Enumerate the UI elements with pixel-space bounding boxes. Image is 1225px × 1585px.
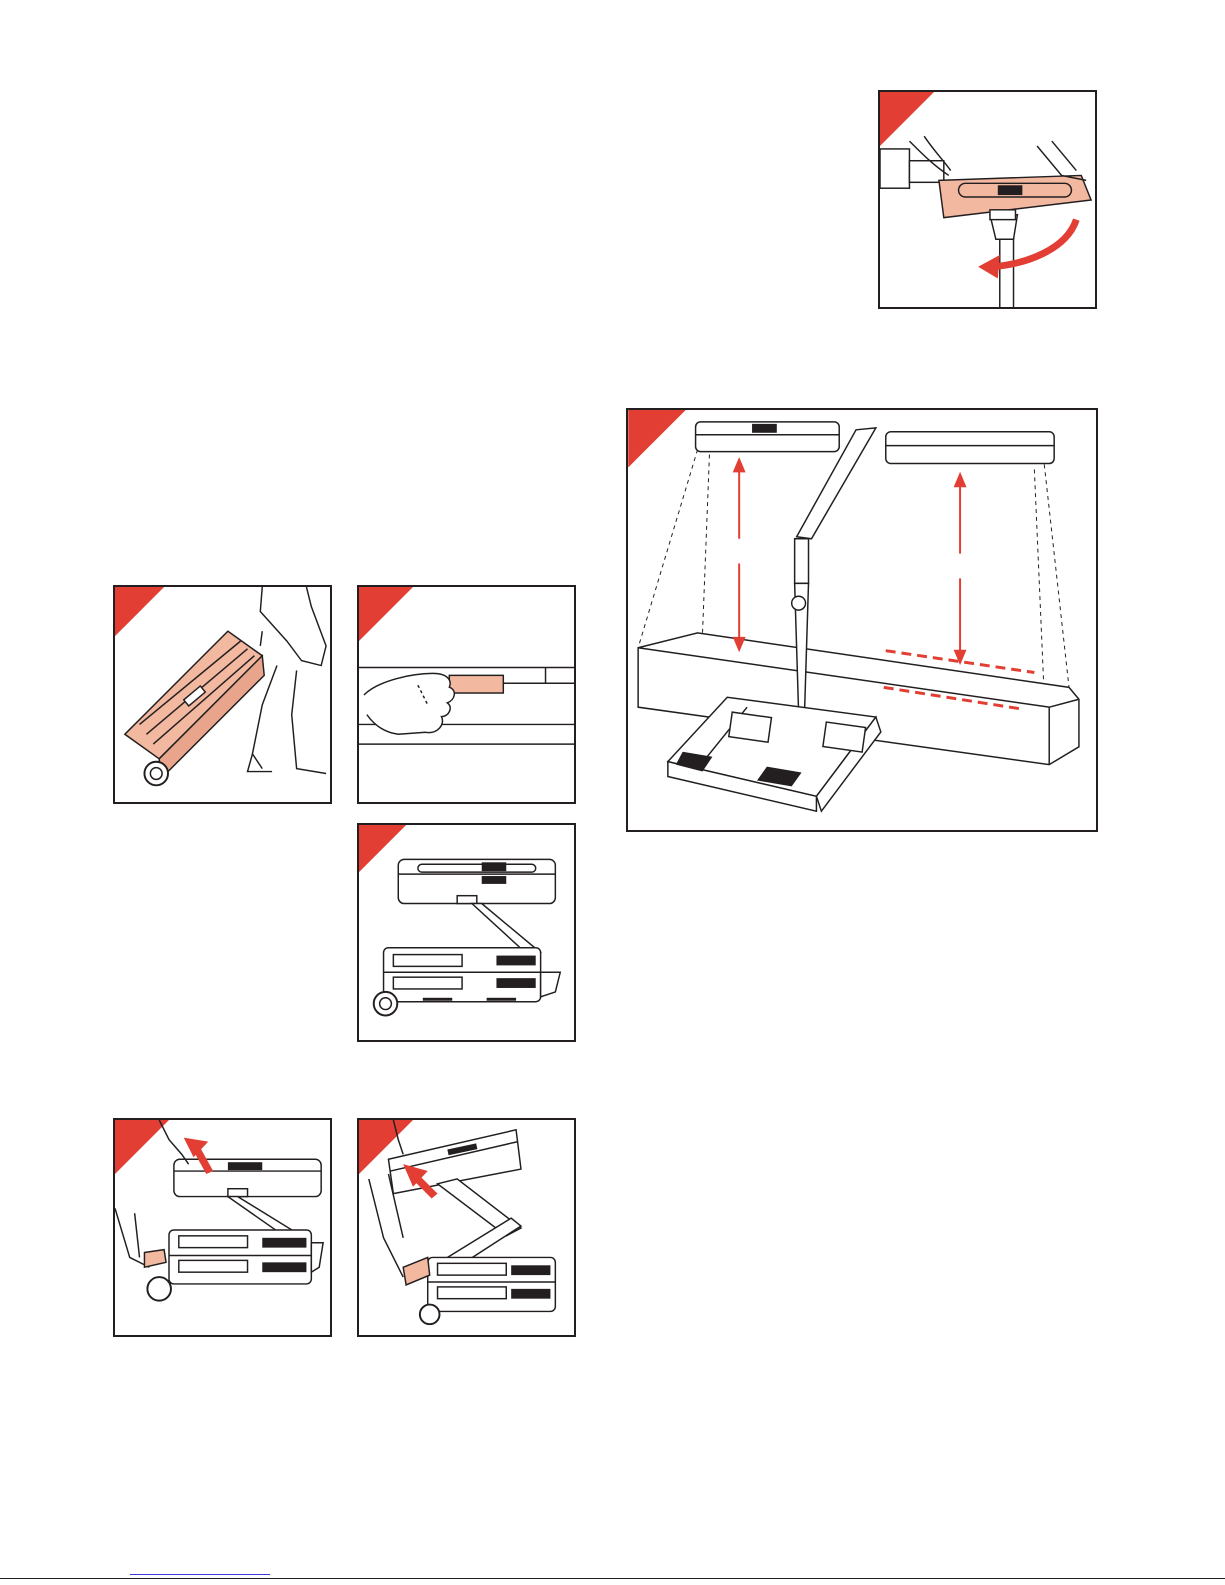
latch-release-icon bbox=[359, 587, 574, 802]
footer-rule bbox=[0, 1578, 1225, 1579]
figure-pull-cart bbox=[113, 585, 332, 804]
corner-marker bbox=[115, 1120, 169, 1174]
footer-link-underline[interactable] bbox=[130, 1574, 270, 1575]
rotate-head-icon bbox=[880, 92, 1095, 307]
corner-marker bbox=[115, 587, 164, 636]
corner-marker bbox=[628, 410, 685, 467]
raise-head-icon bbox=[359, 1120, 574, 1335]
figure-raise-head-foot bbox=[357, 1118, 576, 1337]
projection-setup-icon bbox=[628, 410, 1096, 830]
corner-marker bbox=[359, 587, 413, 641]
unfolded-projector-icon bbox=[359, 825, 574, 1040]
figure-rotate-head bbox=[878, 90, 1097, 309]
trolley-pull-icon bbox=[115, 587, 330, 802]
figure-lift-head bbox=[113, 1118, 332, 1337]
figure-projection-setup bbox=[626, 408, 1098, 832]
figure-unfolded-unit bbox=[357, 823, 576, 1042]
lift-head-icon bbox=[115, 1120, 330, 1335]
figure-release-latch bbox=[357, 585, 576, 804]
